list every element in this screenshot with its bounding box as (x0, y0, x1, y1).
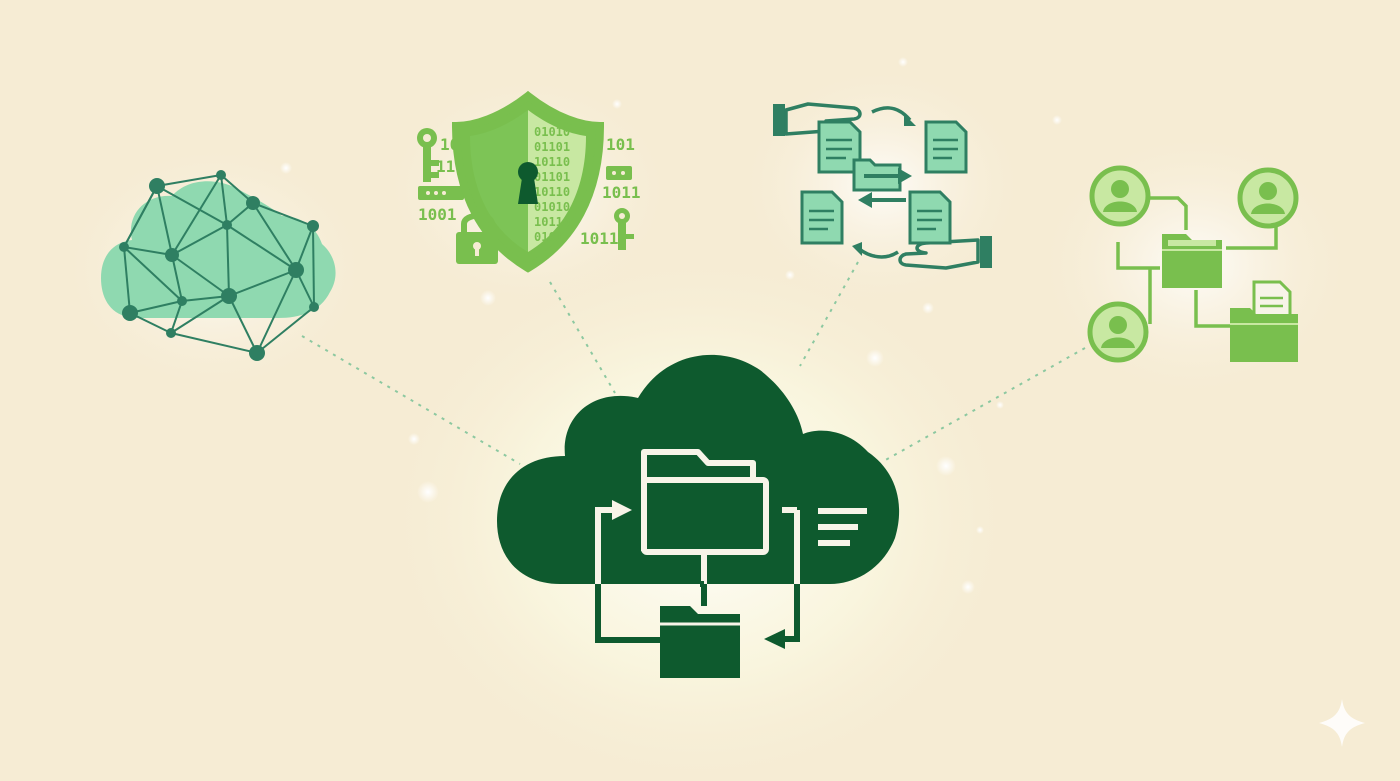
connector-lines (301, 261, 1086, 465)
shield-binary-text: 01101 (534, 170, 570, 184)
document-icon (924, 120, 968, 174)
shield-binary-text: 01010 (534, 200, 570, 214)
connector-sharing (881, 347, 1086, 463)
shield-binary-text: 0101 (534, 230, 563, 244)
shield-binary-text: 10110 (534, 215, 570, 229)
key-icon (417, 128, 439, 182)
user-avatar-icon (1089, 165, 1151, 227)
padlock-icon (456, 212, 498, 264)
folder-icon (1162, 234, 1222, 288)
user-folder-sharing-icon (1087, 165, 1299, 363)
server-bar-icon (418, 186, 464, 200)
cloud-network-icon (101, 170, 336, 361)
sparkle-dots (280, 57, 1062, 594)
binary-text: 101 (606, 135, 635, 154)
binary-text: 1011 (580, 229, 619, 248)
key-icon (614, 208, 634, 250)
shield-binary-text: 01010 (534, 125, 570, 139)
document-folder-icon (1230, 280, 1298, 362)
user-avatar-icon (1087, 301, 1149, 363)
shield-binary-text: 10110 (534, 155, 570, 169)
sparkle-icon (1319, 699, 1365, 747)
document-icon (817, 120, 862, 174)
user-avatar-icon (1237, 167, 1299, 229)
keyhole-icon (518, 162, 538, 204)
cloud-file-sync-icon (497, 354, 900, 678)
connector-network (301, 335, 521, 465)
shield-lock-icon: 10 111 1001 101 1011 1011 01010 01101 10… (417, 90, 641, 273)
document-icon (908, 190, 952, 245)
connector-security (549, 281, 616, 394)
connector-transfer (799, 261, 859, 367)
shield-binary-text: 01101 (534, 140, 570, 154)
binary-text: 1011 (602, 183, 641, 202)
file-exchange-icon (773, 102, 992, 270)
document-icon (800, 190, 844, 245)
binary-text: 1001 (418, 205, 457, 224)
shield-binary-text: 10110 (534, 185, 570, 199)
hand-icon (898, 236, 992, 270)
server-bar-icon (606, 166, 632, 180)
